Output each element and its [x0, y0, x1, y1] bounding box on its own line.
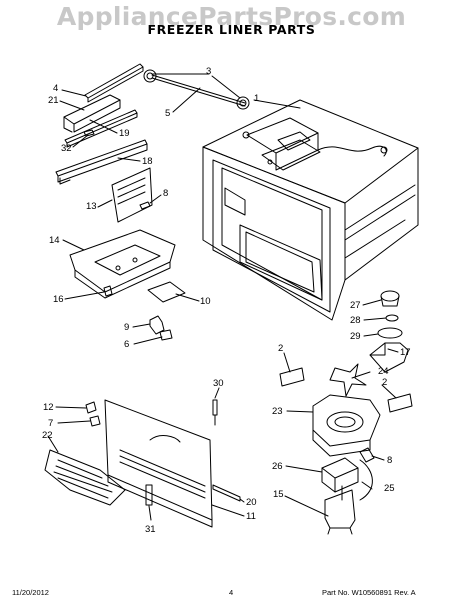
callout-4: 4: [53, 83, 58, 94]
watermark-logo: AppliancePartsPros.com: [56, 2, 407, 31]
footer-page-number: 4: [229, 588, 234, 597]
callout-15: 15: [273, 489, 284, 500]
callout-22: 22: [42, 430, 53, 441]
bracket-13-drawing: [111, 167, 153, 223]
callout-20: 20: [246, 497, 257, 508]
damper-parts-drawing: [369, 290, 409, 373]
callout-21: 21: [48, 95, 59, 106]
callout-17: 17: [400, 347, 411, 358]
callout-29: 29: [350, 331, 361, 342]
callout-11: 11: [246, 511, 256, 522]
callout-16: 16: [53, 294, 64, 305]
leader-lines: [47, 73, 399, 521]
callout-19: 19: [119, 128, 130, 139]
callout-8-lower: 8: [387, 455, 392, 466]
footer-date: 11/20/2012: [12, 588, 49, 597]
callout-18: 18: [142, 156, 153, 167]
callout-23: 23: [272, 406, 283, 417]
evaporator-cover-drawing: [44, 399, 241, 528]
callout-13: 13: [86, 201, 97, 212]
fittings-9-6-drawing: [149, 315, 173, 341]
callout-31: 31: [145, 524, 156, 535]
callout-12: 12: [43, 402, 54, 413]
callout-28: 28: [350, 315, 361, 326]
fan-housing-drawing: [279, 363, 413, 463]
callout-24: 24: [378, 366, 389, 377]
callout-6: 6: [124, 339, 129, 350]
callout-14: 14: [49, 235, 60, 246]
page-title: FREEZER LINER PARTS: [147, 22, 316, 37]
pad-10-drawing: [103, 281, 186, 303]
callout-5: 5: [165, 108, 170, 119]
callout-2-upper: 2: [278, 343, 283, 354]
footer-part-number: Part No. W10560891 Rev. A: [322, 588, 416, 597]
fan-motor-drawing: [321, 457, 373, 535]
callout-7: 7: [48, 418, 53, 429]
callout-10: 10: [200, 296, 211, 307]
freezer-liner-drawing: [202, 99, 419, 321]
callout-9: 9: [124, 322, 129, 333]
callout-30: 30: [213, 378, 224, 389]
callout-8-upper: 8: [163, 188, 168, 199]
callout-25: 25: [384, 483, 395, 494]
callout-26: 26: [272, 461, 283, 472]
callout-2-lower: 2: [382, 377, 387, 388]
callout-27: 27: [350, 300, 361, 311]
callout-3: 3: [206, 66, 211, 77]
tray-14-drawing: [69, 229, 176, 299]
callout-1: 1: [254, 93, 259, 104]
callout-32: 32: [61, 143, 72, 154]
